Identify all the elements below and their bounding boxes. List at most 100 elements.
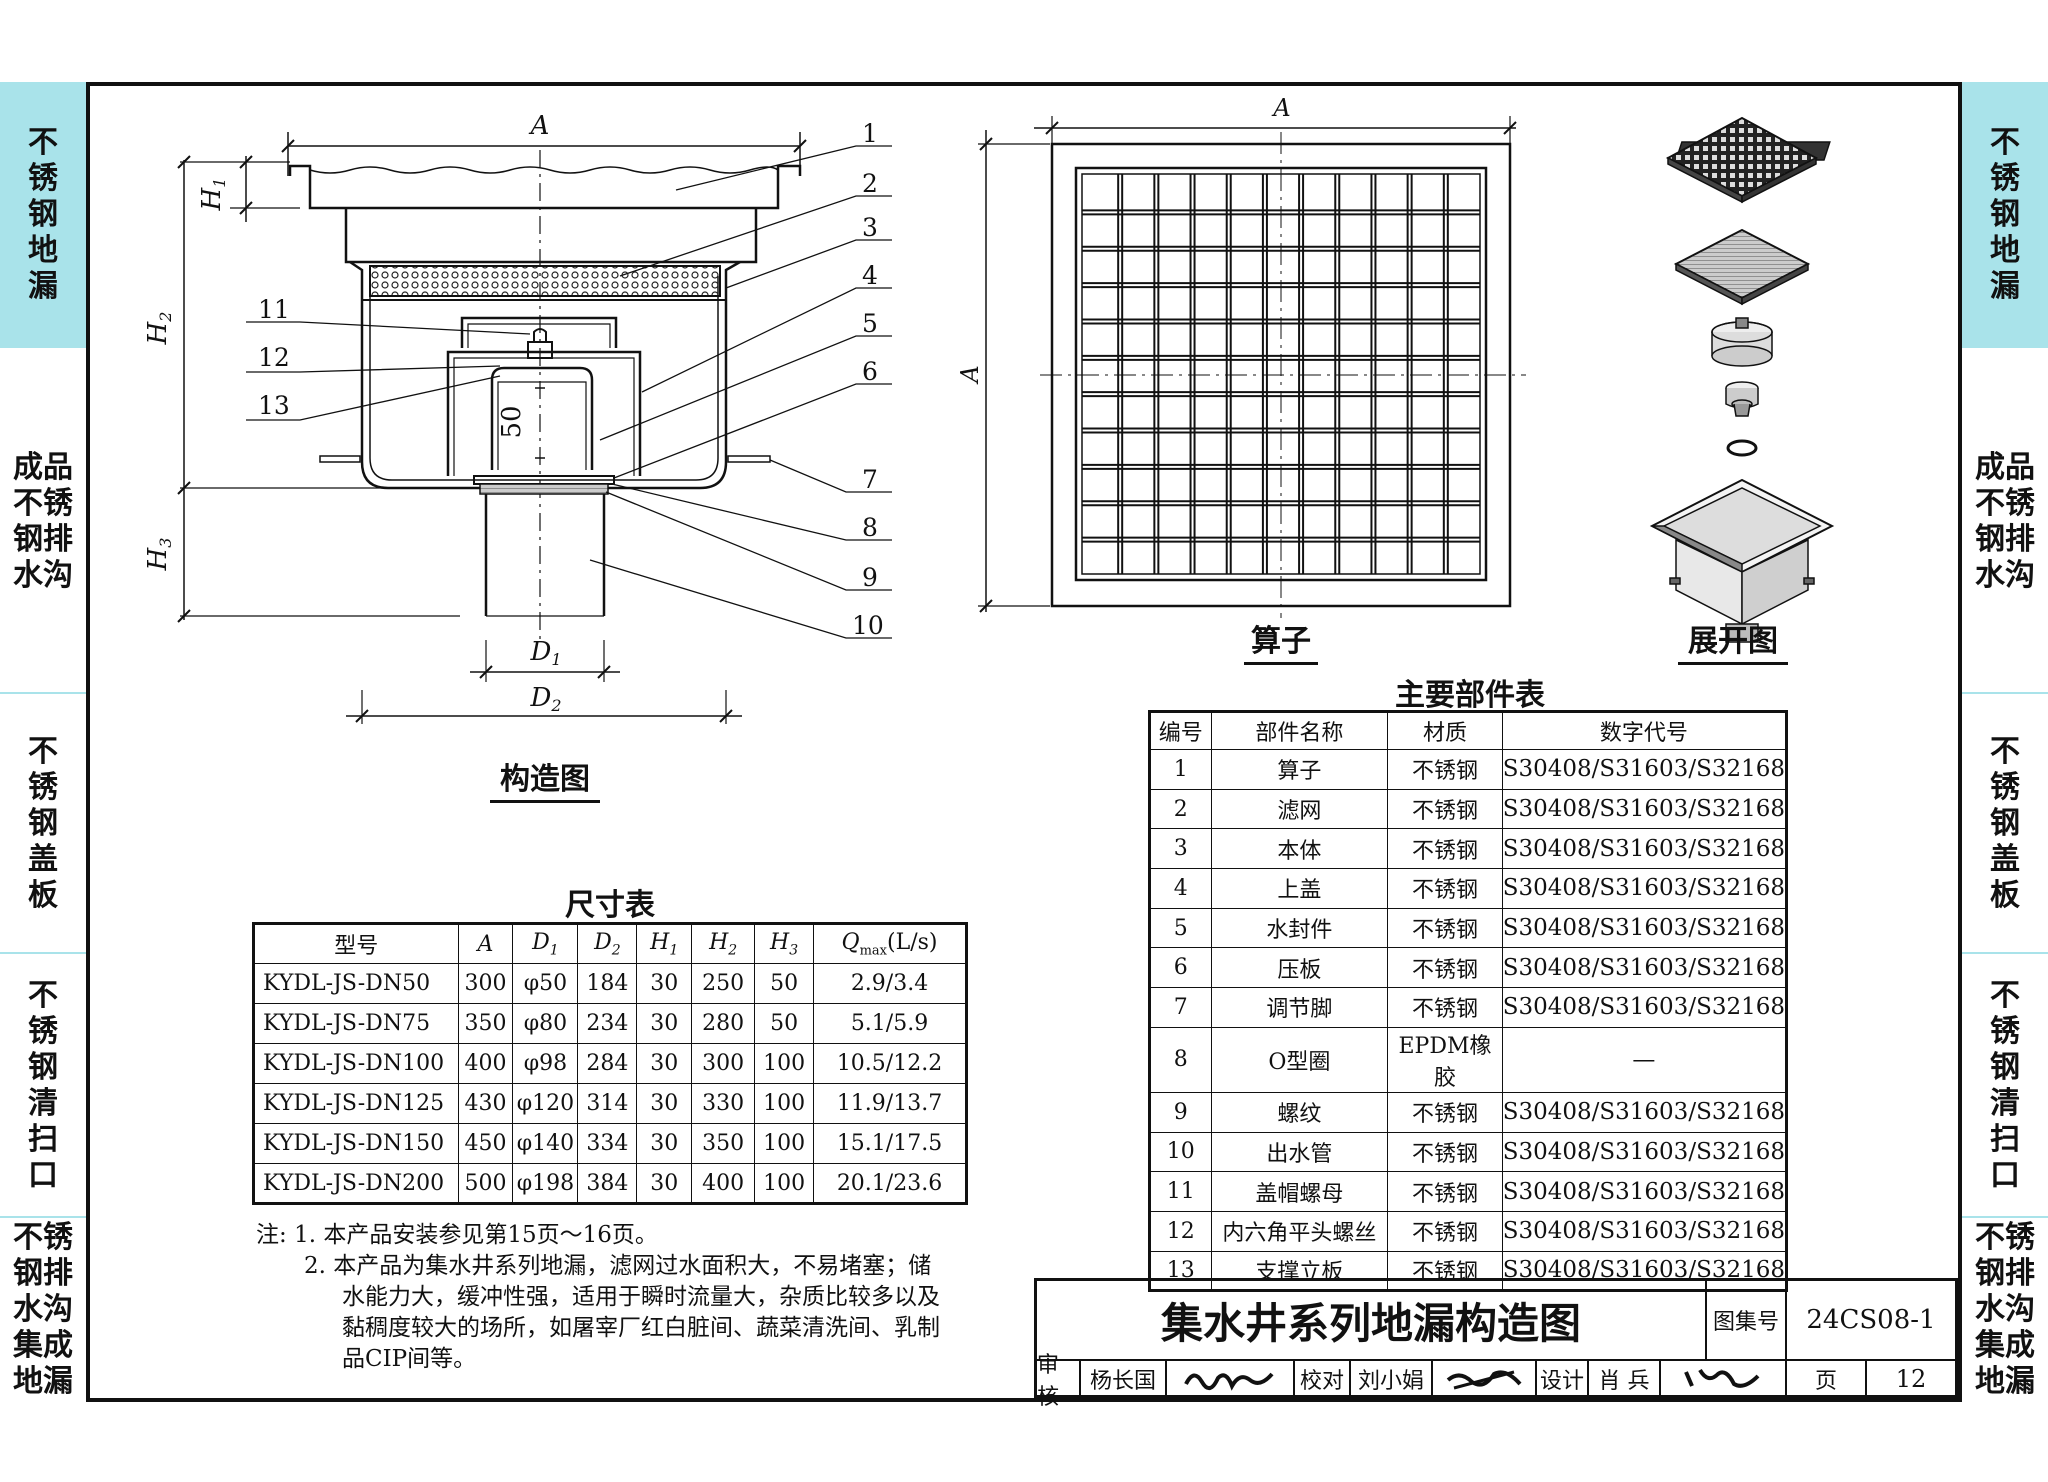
- header-cell: D2: [577, 923, 638, 964]
- table-cell: S30408/S31603/S32168: [1501, 1131, 1788, 1173]
- side-tab-cover-plate[interactable]: 不锈钢盖板: [0, 696, 86, 952]
- table-cell: 不锈钢: [1387, 749, 1503, 790]
- header-cell: 编号: [1149, 711, 1212, 750]
- dim-50-label: 50: [497, 405, 527, 438]
- table-cell: 334: [577, 1123, 638, 1164]
- table-cell: 4: [1149, 868, 1212, 909]
- drawing-frame: [86, 82, 1962, 1402]
- dim-label: H: [197, 186, 227, 211]
- exploded-seal: [1725, 381, 1759, 417]
- atlas-no: 24CS08-1: [1787, 1281, 1955, 1361]
- table-cell: —: [1501, 1026, 1788, 1093]
- table-cell: S30408/S31603/S32168: [1501, 1171, 1788, 1212]
- table-cell: O型圈: [1210, 1026, 1389, 1093]
- table-cell: 100: [754, 1083, 815, 1124]
- header-cell: H1: [636, 923, 693, 964]
- table-cell: S30408/S31603/S32168: [1501, 1091, 1788, 1133]
- side-tab-cover-plate[interactable]: 不锈钢盖板: [1962, 696, 2048, 952]
- size-table: 型号 A D1 D2 H1 H2 H3 Qmax(L/s) KYDL-JS-DN…: [252, 922, 968, 1205]
- table-cell: 300: [457, 963, 514, 1004]
- side-tab-cleanout[interactable]: 不锈钢清扫口: [0, 956, 86, 1216]
- header-subscript: 1: [549, 942, 559, 959]
- table-cell: 2: [1149, 788, 1212, 830]
- reviewer-signature: [1167, 1361, 1295, 1397]
- table-cell: φ198: [512, 1163, 579, 1204]
- table-cell: 50: [754, 963, 815, 1004]
- table-cell: 不锈钢: [1387, 1091, 1503, 1133]
- callout-2: 2: [862, 169, 878, 198]
- divider: [1962, 1216, 2048, 1218]
- dim-d2-label: D2: [529, 683, 561, 715]
- table-cell: S30408/S31603/S32168: [1501, 868, 1788, 909]
- table-cell: 上盖: [1210, 868, 1389, 909]
- table-cell: 350: [691, 1123, 756, 1164]
- table-cell: 100: [754, 1043, 815, 1084]
- dim-label-subscript: 1: [210, 178, 229, 188]
- table-cell: KYDL-JS-DN75: [253, 1003, 459, 1044]
- side-tab-drain-channel[interactable]: 成品不锈钢排水沟: [0, 352, 86, 692]
- table-cell: 内六角平头螺丝: [1210, 1210, 1389, 1252]
- table-cell: 500: [457, 1163, 514, 1204]
- table-cell: 12: [1149, 1210, 1212, 1252]
- side-tab-floor-drain[interactable]: 不锈钢地漏: [1962, 82, 2048, 348]
- header-cell: A: [457, 923, 514, 964]
- header-label: H: [709, 929, 729, 955]
- table-cell: 水封件: [1210, 907, 1389, 949]
- side-tab-cleanout[interactable]: 不锈钢清扫口: [1962, 956, 2048, 1216]
- side-tab-label: 不锈钢清扫口: [1990, 978, 2020, 1193]
- signature-icon: [1684, 1368, 1760, 1388]
- table-cell: φ120: [512, 1083, 579, 1124]
- table-cell: 出水管: [1210, 1131, 1389, 1173]
- divider: [1962, 952, 2048, 954]
- side-tab-integrated-drain[interactable]: 不锈钢排水沟集成地漏: [0, 1220, 86, 1400]
- left-side-tabs: 不锈钢地漏 成品不锈钢排水沟 不锈钢盖板 不锈钢清扫口 不锈钢排水沟集成地漏: [0, 82, 86, 1402]
- side-tab-integrated-drain[interactable]: 不锈钢排水沟集成地漏: [1962, 1220, 2048, 1400]
- header-label: H: [770, 929, 790, 955]
- dim-h2-label: H2: [143, 312, 175, 346]
- note-text: 2. 本产品为集水井系列地漏，滤网过水面积大，不易堵塞；储: [304, 1253, 932, 1279]
- atlas-no-label: 图集号: [1707, 1281, 1787, 1361]
- table-cell: 不锈钢: [1387, 907, 1503, 949]
- table-cell: 11.9/13.7: [813, 1083, 967, 1124]
- table-cell: S30408/S31603/S32168: [1501, 947, 1788, 989]
- note-text: 1. 本产品安装参见第15页～16页。: [294, 1222, 658, 1248]
- note-line: 注: 1. 本产品安装参见第15页～16页。: [256, 1220, 976, 1251]
- side-tab-label: 不锈钢盖板: [28, 734, 58, 913]
- header-label: D: [532, 929, 550, 955]
- grate-view-caption: 算子: [1244, 616, 1318, 665]
- table-cell: 不锈钢: [1387, 868, 1503, 909]
- callout-9: 9: [862, 563, 878, 592]
- header-cell: D1: [512, 923, 579, 964]
- table-cell: KYDL-JS-DN125: [253, 1083, 459, 1124]
- table-cell: 不锈钢: [1387, 1210, 1503, 1252]
- side-tab-drain-channel[interactable]: 成品不锈钢排水沟: [1962, 352, 2048, 692]
- table-cell: 50: [754, 1003, 815, 1044]
- parts-table-caption: 主要部件表: [1395, 678, 1545, 713]
- header-subscript: 1: [669, 942, 679, 959]
- table-cell: 5: [1149, 907, 1212, 949]
- section-view-caption: 构造图: [490, 754, 600, 803]
- table-cell: 100: [754, 1123, 815, 1164]
- table-cell: 算子: [1210, 749, 1389, 790]
- callout-7: 7: [862, 465, 878, 494]
- dim-label: H: [143, 546, 173, 571]
- header-label: Q: [841, 929, 860, 955]
- side-tab-label: 不锈钢盖板: [1990, 734, 2020, 913]
- side-tab-floor-drain[interactable]: 不锈钢地漏: [0, 82, 86, 348]
- side-tab-label: 不锈钢清扫口: [28, 978, 58, 1193]
- section-view-labels: A H1 H2 H3 D1 D2 50: [143, 111, 562, 715]
- table-cell: KYDL-JS-DN100: [253, 1043, 459, 1084]
- dim-label: D: [529, 683, 551, 713]
- header-unit: (L/s): [887, 929, 938, 955]
- table-cell: φ50: [512, 963, 579, 1004]
- dim-label: D: [529, 637, 551, 667]
- side-tab-label: 不锈钢地漏: [1990, 125, 2020, 304]
- page-label: 页: [1787, 1361, 1867, 1397]
